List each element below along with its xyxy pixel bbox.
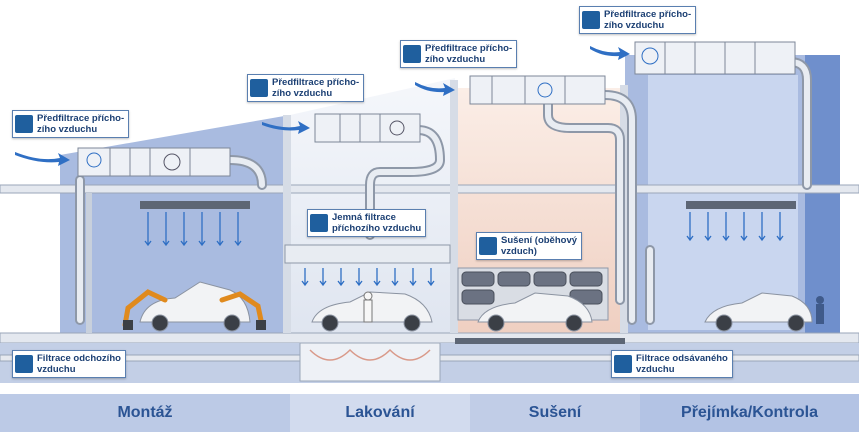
callout-fine-filter: Jemná filtrace příchozího vzduchu	[307, 209, 427, 237]
filter-ceiling-painting	[284, 244, 451, 264]
callout-drying-circulation: Sušení (oběhový vzduch)	[476, 232, 583, 260]
airflow-arrow	[740, 212, 748, 242]
filter-cartridge-icon	[403, 45, 421, 63]
airflow-arrow	[180, 212, 188, 247]
car-assembly	[139, 281, 251, 332]
upper-floor	[0, 184, 859, 194]
filter-cartridge-icon	[614, 355, 632, 373]
airflow-arrow	[319, 268, 327, 287]
airflow-arrow	[216, 212, 224, 247]
callout-text: Předfiltrace přícho- zího vzduchu	[272, 77, 360, 99]
airflow-arrow	[391, 268, 399, 287]
car-drying	[477, 292, 593, 332]
ceiling-diffusers	[140, 201, 796, 264]
air-handling-units	[77, 41, 796, 177]
robots	[122, 289, 265, 328]
airflow-arrow	[355, 268, 363, 287]
callout-text: Filtrace odchozího vzduchu	[37, 353, 121, 375]
zone-label-painting: Lakování	[345, 404, 415, 421]
conveyor	[455, 338, 625, 344]
callout-text: Předfiltrace přícho- zího vzduchu	[604, 9, 692, 31]
worker-painter	[363, 291, 373, 323]
airflow-arrow	[373, 268, 381, 287]
column	[86, 193, 92, 333]
robot-base	[123, 320, 133, 330]
callout-extraction-filter: Filtrace odsávaného vzduchu	[611, 350, 733, 378]
callout-text: Filtrace odsávaného vzduchu	[636, 353, 728, 375]
filter-cartridge-icon	[479, 237, 497, 255]
filter-cartridge-icon	[15, 355, 33, 373]
filter-cartridge-icon	[310, 214, 328, 232]
callout-prefilter-inspection: Předfiltrace přícho- zího vzduchu	[579, 6, 697, 34]
callout-text: Sušení (oběhový vzduch)	[501, 235, 578, 257]
filter-cartridge-icon	[15, 115, 33, 133]
callout-text: Předfiltrace přícho- zího vzduchu	[37, 113, 125, 135]
callout-prefilter-painting: Předfiltrace přícho- zího vzduchu	[247, 74, 365, 102]
intake-arrows	[15, 46, 630, 166]
robot-base	[256, 320, 266, 330]
ahu-painting	[314, 113, 421, 143]
airflow-arrow	[722, 212, 730, 242]
airflow-arrow	[198, 212, 206, 247]
airflow-arrow	[704, 212, 712, 242]
airflow-arrow	[776, 212, 784, 242]
callout-text: Předfiltrace přícho- zího vzduchu	[425, 43, 513, 65]
callout-prefilter-drying: Předfiltrace přícho- zího vzduchu	[400, 40, 518, 68]
airflow-arrow	[301, 268, 309, 287]
ground-floor	[0, 332, 859, 344]
exhaust-airflow-marks	[309, 348, 431, 361]
ahu-assembly	[77, 147, 231, 177]
airflow-arrow	[162, 212, 170, 247]
airflow-arrow	[144, 212, 152, 247]
zone-label-assembly: Montáž	[117, 404, 173, 421]
airflow-arrow	[427, 268, 435, 287]
callout-exhaust-filter: Filtrace odchozího vzduchu	[12, 350, 126, 378]
building	[0, 55, 859, 383]
diffuser-assembly	[140, 201, 250, 209]
airflow-arrow	[337, 268, 345, 287]
zone-label-inspection: Přejímka/Kontrola	[681, 404, 818, 421]
airflow-arrow	[234, 212, 242, 247]
airflow-arrow	[686, 212, 694, 242]
column	[450, 80, 458, 333]
callout-text: Jemná filtrace příchozího vzduchu	[332, 212, 422, 234]
filter-cartridge-icon	[250, 79, 268, 97]
airflow-arrows	[144, 212, 784, 287]
painting-exhaust-tunnel	[299, 342, 441, 382]
ahu-inspection	[634, 41, 796, 75]
worker-inspector	[816, 296, 824, 324]
callout-prefilter-assembly: Předfiltrace přícho- zího vzduchu	[12, 110, 130, 138]
airflow-arrow	[758, 212, 766, 242]
ahu-drying	[469, 75, 606, 105]
zone-band	[0, 394, 859, 432]
filter-cartridge-icon	[582, 11, 600, 29]
zone-label-drying: Sušení	[528, 404, 582, 421]
column	[283, 115, 291, 333]
car-inspection	[704, 292, 813, 332]
diffuser-inspection	[686, 201, 796, 209]
airflow-arrow	[409, 268, 417, 287]
